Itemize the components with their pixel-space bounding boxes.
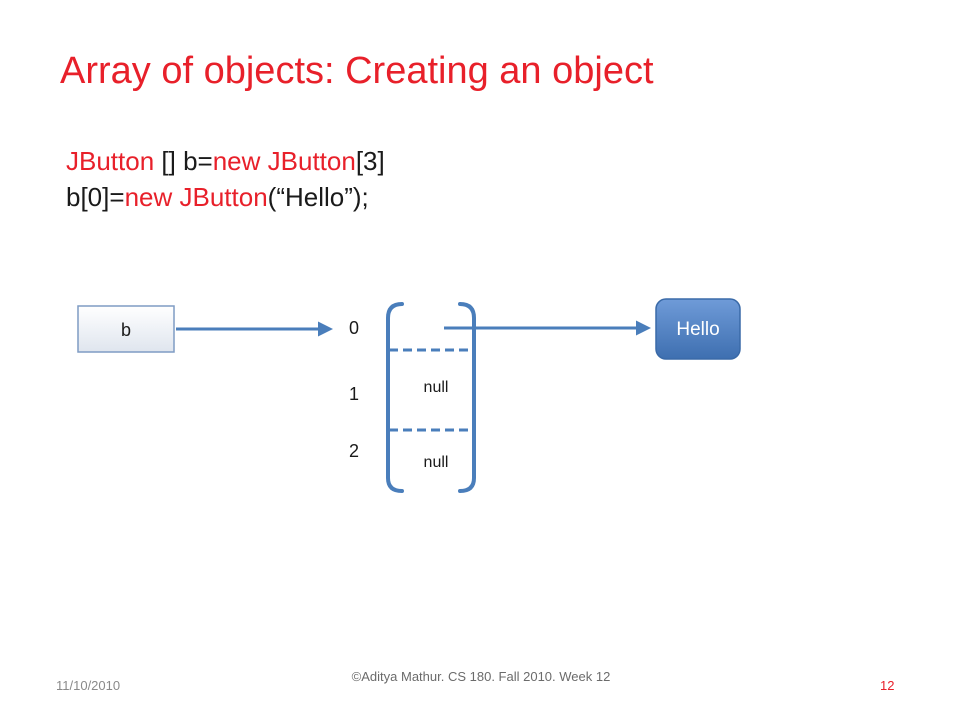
array-cell-2: null bbox=[424, 454, 449, 471]
code-token: new bbox=[212, 146, 261, 176]
array-right-bracket bbox=[458, 302, 476, 493]
code-token: [3] bbox=[355, 146, 385, 176]
code-token: (“Hello”); bbox=[267, 182, 369, 212]
code-token: [] b= bbox=[154, 146, 213, 176]
code-token: b[0]= bbox=[66, 182, 125, 212]
hello-object-label: Hello bbox=[676, 319, 719, 340]
hello-button-object: Hello bbox=[655, 298, 741, 360]
code-token: new bbox=[124, 182, 173, 212]
index-label-2: 2 bbox=[349, 441, 359, 461]
footer-credit: ©Aditya Mathur. CS 180. Fall 2010. Week … bbox=[351, 669, 611, 684]
index-label-1: 1 bbox=[349, 384, 359, 404]
code-token: JButton bbox=[179, 182, 268, 212]
code-line-1: JButton [] b=new JButton[3] bbox=[66, 146, 385, 177]
variable-label: b bbox=[121, 320, 131, 340]
code-line-2: b[0]=new JButton(“Hello”); bbox=[66, 182, 369, 213]
variable-box: b bbox=[77, 305, 175, 353]
array-left-bracket bbox=[386, 302, 404, 493]
footer-page-number: 12 bbox=[880, 678, 895, 693]
footer-date: 11/10/2010 bbox=[56, 678, 121, 693]
index-label-0: 0 bbox=[349, 318, 359, 338]
array-cell-1: null bbox=[424, 379, 449, 396]
code-token: JButton bbox=[66, 146, 155, 176]
slide-title: Array of objects: Creating an object bbox=[60, 50, 654, 92]
code-token: JButton bbox=[267, 146, 356, 176]
